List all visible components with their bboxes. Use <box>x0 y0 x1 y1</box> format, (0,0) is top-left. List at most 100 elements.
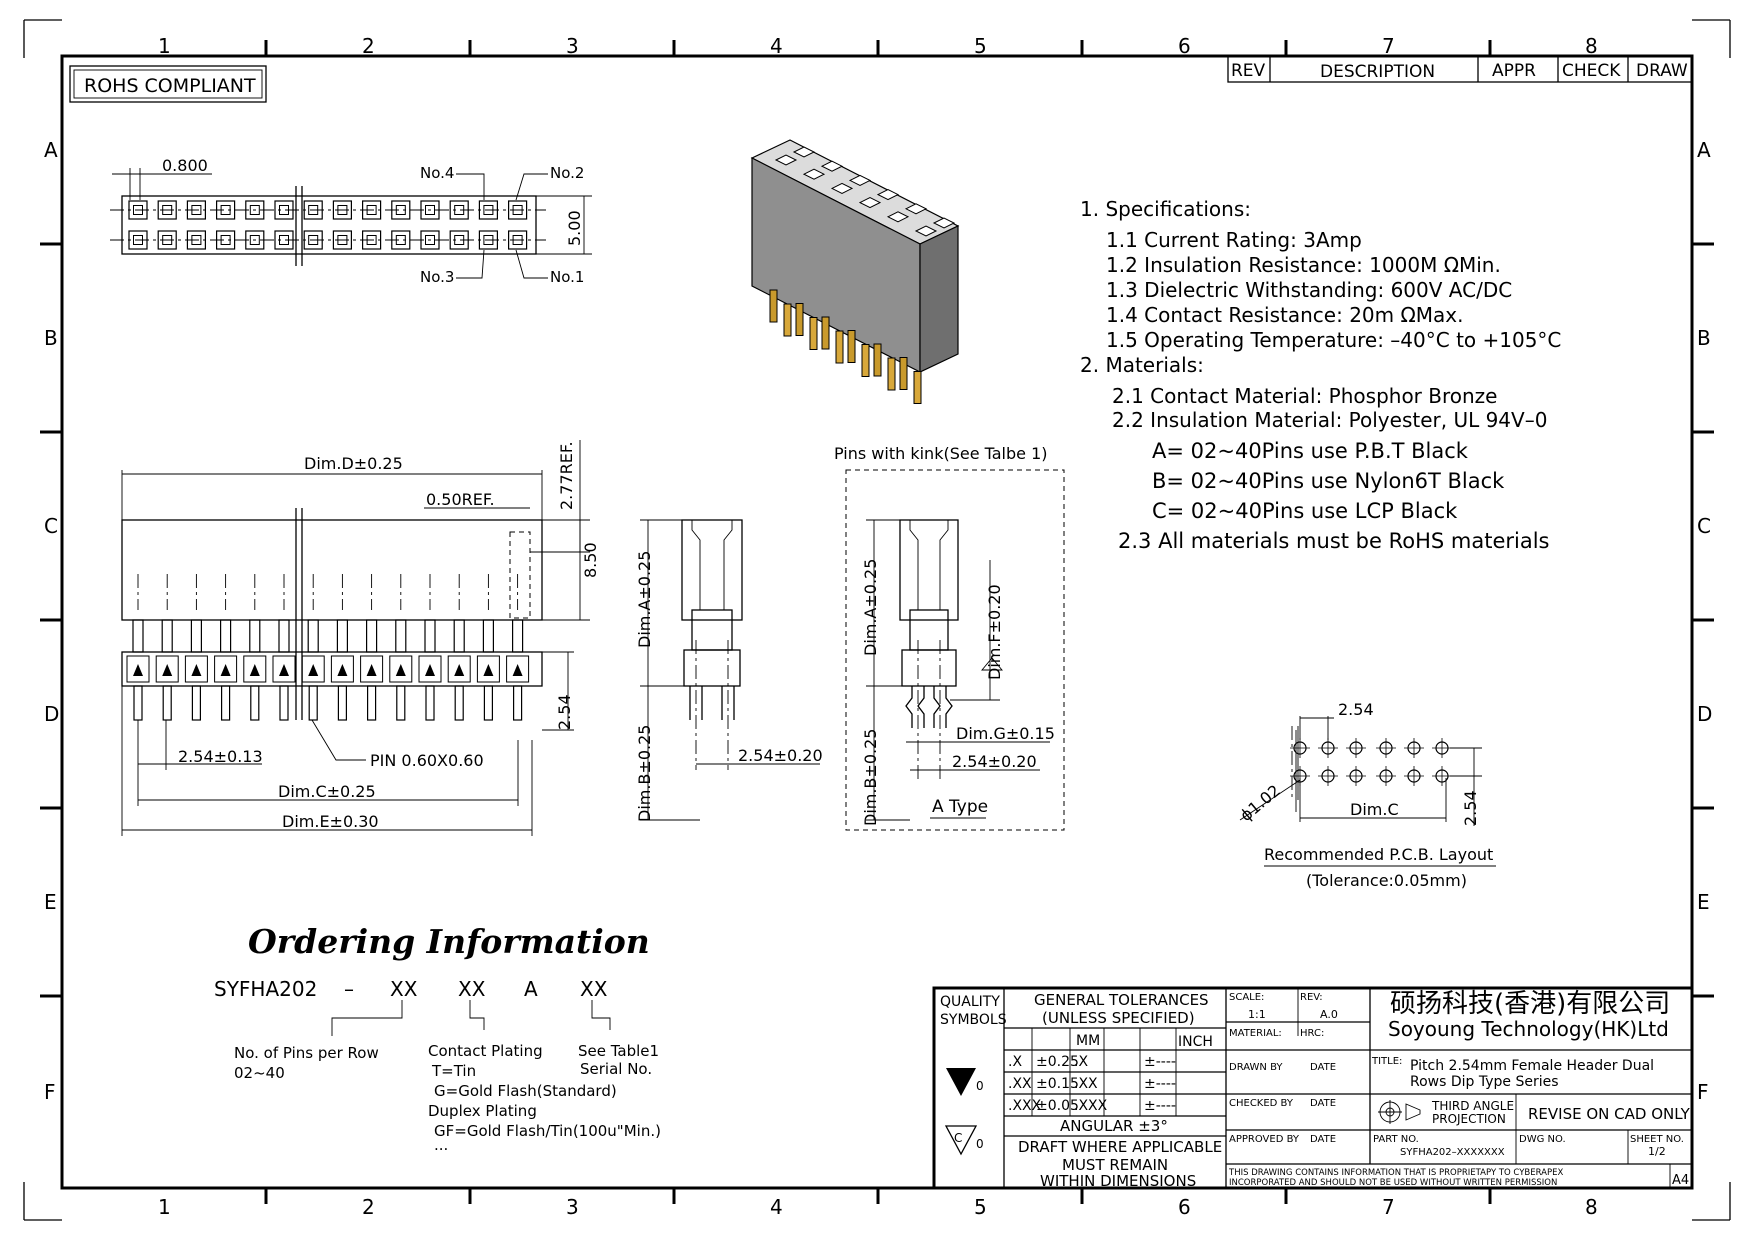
dim-e-label: Dim.E±0.30 <box>282 812 379 831</box>
pcb-dim-c-label: Dim.C <box>1350 800 1399 819</box>
proprietary-notice-2: INCORPORATED AND SHOULD NOT BE USED WITH… <box>1229 1178 1557 1188</box>
zone-column-label-top: 3 <box>566 34 579 58</box>
top-pin-cell <box>478 230 498 250</box>
pin-arrow <box>220 664 231 676</box>
top-view-pins <box>128 200 528 250</box>
side-pitch-label: 2.54±0.20 <box>738 746 823 765</box>
top-pin-square <box>308 235 319 245</box>
pin-size-label: PIN 0.60X0.60 <box>370 751 484 770</box>
zone-row-label-right: C <box>1697 514 1711 538</box>
pin-arrow <box>162 664 173 676</box>
plating-more: ... <box>434 1136 448 1154</box>
sheet-size: A4 <box>1672 1173 1689 1188</box>
rev-value: A.0 <box>1320 1008 1338 1021</box>
pin-arrow <box>249 664 260 676</box>
ordering-plating-title: Contact Plating <box>428 1042 543 1060</box>
pin-no1-label: No.1 <box>550 268 584 286</box>
connector-holes <box>774 146 956 237</box>
rohs-label: ROHS COMPLIANT <box>84 75 256 97</box>
approved-date-label: DATE <box>1310 1134 1336 1145</box>
connector-pin <box>821 316 830 350</box>
pin-tail <box>191 685 201 721</box>
connector-hole <box>858 197 882 209</box>
top-pin-cell <box>216 230 236 250</box>
quality-triangle-outline <box>944 1125 978 1156</box>
ordering-code-pins: XX <box>390 977 418 1001</box>
tolerance-cell: .XX <box>1074 1076 1098 1092</box>
top-pin-square <box>133 205 143 215</box>
pin-tail <box>483 685 493 721</box>
top-pin-cell <box>332 230 352 250</box>
kink-dim-g-label: Dim.G±0.15 <box>956 724 1055 743</box>
pin-arrow <box>395 664 406 676</box>
sheet-no-value: 1/2 <box>1648 1145 1666 1158</box>
top-pin-square <box>162 235 173 245</box>
zone-column-label-top: 6 <box>1178 34 1191 58</box>
tolerance-cell: ±---- <box>1144 1076 1176 1092</box>
pin-arrow <box>133 664 143 676</box>
zone-column-label-bottom: 4 <box>770 1195 783 1219</box>
top-pin-cell <box>449 200 469 220</box>
connector-pin <box>887 357 896 391</box>
quality-label: QUALITY <box>940 994 1000 1010</box>
connector-pin <box>899 357 908 390</box>
hrc-label: HRC: <box>1300 1028 1324 1039</box>
pin-window <box>330 655 354 683</box>
drawn-by-label: DRAWN BY <box>1229 1062 1283 1073</box>
pin-window <box>155 655 179 683</box>
connector-pin <box>847 330 856 363</box>
pin-upper <box>366 619 378 653</box>
pin-window <box>301 655 325 683</box>
spec-temperature: 1.5 Operating Temperature: –40°C to +105… <box>1106 328 1561 352</box>
pin-window <box>476 655 500 683</box>
spec-heading: 1. Specifications: <box>1080 197 1251 221</box>
pin-window <box>272 655 296 683</box>
spec-contact-resistance: 1.4 Contact Resistance: 20m ΩMax. <box>1106 303 1463 327</box>
pin-no2-label: No.2 <box>550 164 584 182</box>
top-pin-cell <box>245 200 265 220</box>
top-pin-square <box>366 235 377 245</box>
pin-window <box>506 655 530 683</box>
pin-upper <box>161 619 173 653</box>
top-pin-cell <box>157 200 177 220</box>
top-pin-square <box>279 205 289 215</box>
spec-current: 1.1 Current Rating: 3Amp <box>1106 228 1362 252</box>
rohs-note: 2.3 All materials must be RoHS materials <box>1118 529 1549 553</box>
third-angle-projection-icon <box>1378 1100 1421 1124</box>
top-pin-cell <box>303 230 323 250</box>
height-254-label: 2.54 <box>555 694 574 730</box>
pin-size-dim: 0.800 <box>162 156 208 175</box>
top-pin-cell <box>420 200 440 220</box>
zone-column-label-bottom: 8 <box>1585 1195 1598 1219</box>
dwg-no-label: DWG NO. <box>1519 1134 1566 1145</box>
dim-c-label: Dim.C±0.25 <box>278 782 376 801</box>
spec-dielectric: 1.3 Dielectric Withstanding: 600V AC/DC <box>1106 278 1512 302</box>
top-pin-square <box>220 235 231 245</box>
kink-view-title: Pins with kink(See Talbe 1) <box>834 444 1048 463</box>
connector-pin <box>769 289 778 323</box>
ref-277-label: 2.77REF. <box>557 441 576 510</box>
top-pin-cell <box>303 200 323 220</box>
top-pin-cell <box>128 230 148 250</box>
pin-arrow <box>337 664 348 676</box>
pin-arrow <box>512 664 523 676</box>
pin-upper <box>336 619 348 653</box>
zone-column-label-bottom: 7 <box>1382 1195 1395 1219</box>
pin-tail <box>308 685 318 721</box>
pin-arrow <box>454 664 465 676</box>
material-insulation: 2.2 Insulation Material: Polyester, UL 9… <box>1112 408 1547 432</box>
tolerance-cell: ±---- <box>1144 1098 1176 1114</box>
rev-label: REV: <box>1300 992 1323 1003</box>
appr-header: APPR <box>1492 61 1536 81</box>
pin-tail <box>425 685 435 721</box>
ordering-code-serial: XX <box>580 977 608 1001</box>
material-option-b: B= 02~40Pins use Nylon6T Black <box>1152 469 1505 493</box>
dim-d-label: Dim.D±0.25 <box>304 454 403 473</box>
zone-row-label-right: B <box>1697 326 1711 350</box>
scale-value: 1:1 <box>1248 1008 1266 1021</box>
connector-pins <box>769 289 922 404</box>
title-block: QUALITY SYMBOLS 0 C 0 GENERAL TOLERANCES… <box>932 986 1694 1190</box>
quality-symbol-letter: C <box>954 1131 962 1145</box>
zone-row-label-left: D <box>44 702 59 726</box>
top-pin-square <box>483 205 494 215</box>
